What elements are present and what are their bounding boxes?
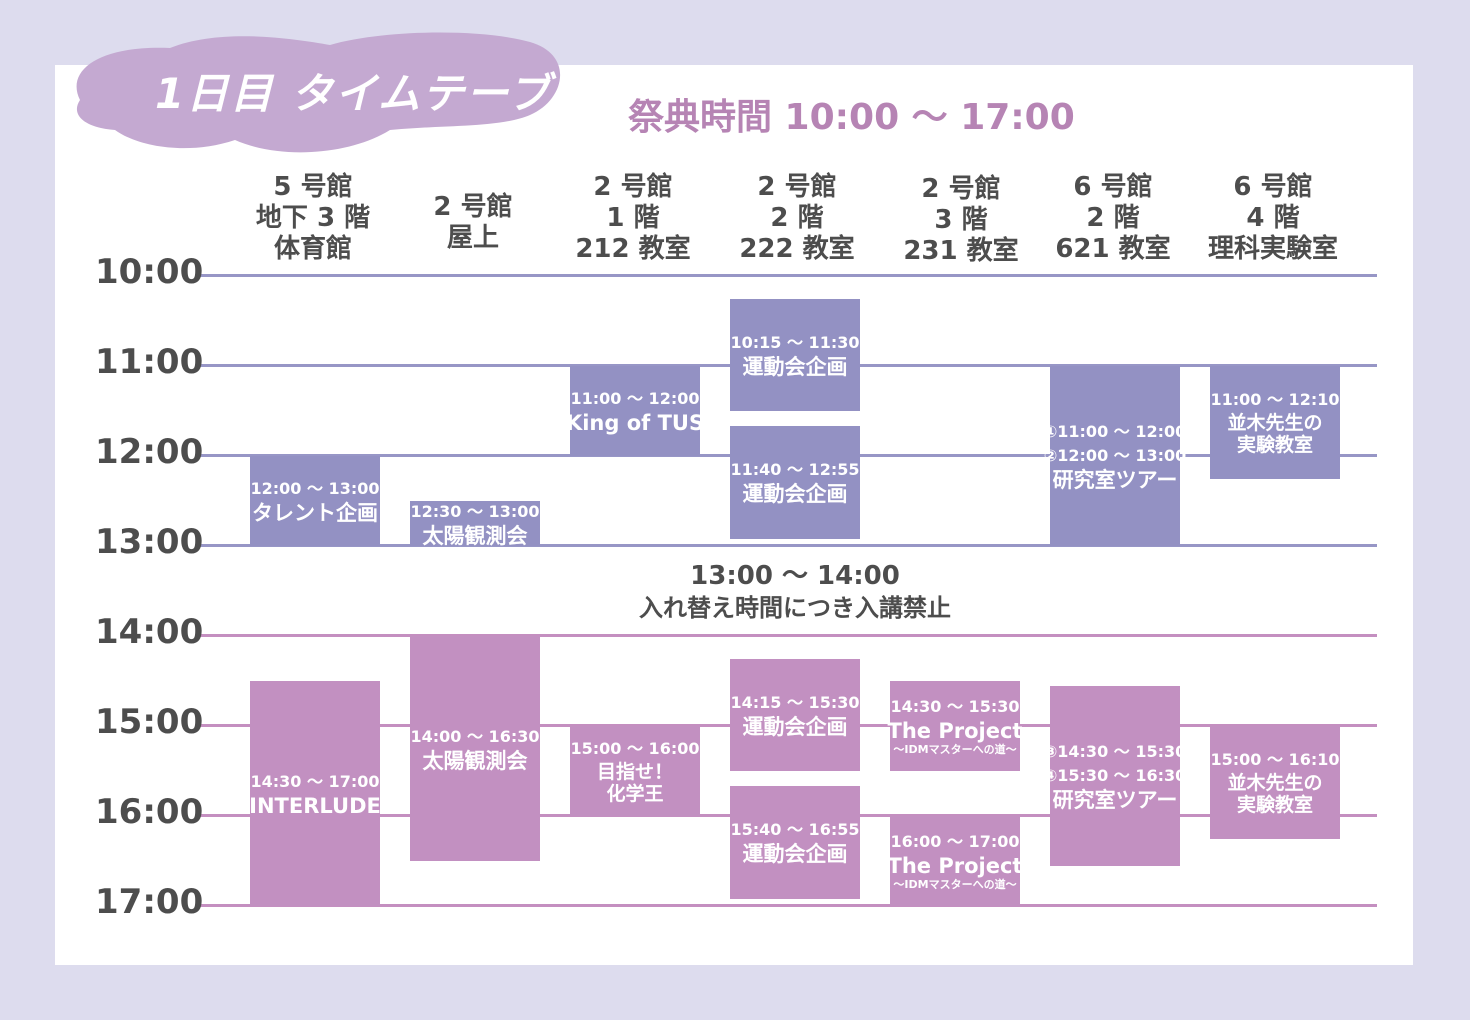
event-name: 研究室ツアー xyxy=(1052,468,1178,492)
event-time: 15:00 ～ 16:10 xyxy=(1210,750,1340,770)
event-time: 12:00 ～ 13:00 xyxy=(250,479,380,498)
event-time: ②12:00 ～ 13:00 xyxy=(1043,446,1187,465)
event-time: ①11:00 ～ 12:00 xyxy=(1043,422,1187,441)
event-time: 16:00 ～ 17:00 xyxy=(890,832,1020,851)
event-time: 14:30 ～ 15:30 xyxy=(890,697,1020,716)
venue-header: 2 号館屋上 xyxy=(433,192,513,253)
hour-label: 15:00 xyxy=(95,702,204,742)
event-time: 10:15 ～ 11:30 xyxy=(730,332,860,352)
event-name: 研究室ツアー xyxy=(1052,787,1178,812)
hour-label: 12:00 xyxy=(95,432,204,472)
event-time: 11:40 ～ 12:55 xyxy=(730,460,860,480)
event-name: タレント企画 xyxy=(252,501,378,525)
event-name: 並木先生の xyxy=(1227,412,1323,435)
title-blob xyxy=(76,32,561,153)
event-block[interactable]: 12:00 ～ 13:00 タレント企画 xyxy=(250,456,380,546)
event-name: 太陽観測会 xyxy=(422,748,528,773)
event-time: 11:00 ～ 12:10 xyxy=(1210,390,1340,410)
page-title: 1日目 タイムテーブル xyxy=(155,69,596,118)
event-time: 14:00 ～ 16:30 xyxy=(410,726,540,746)
event-name: 並木先生の xyxy=(1227,772,1323,795)
event-subtitle: ～IDMマスターへの道～ xyxy=(893,743,1017,756)
event-time: 11:00 ～ 12:00 xyxy=(570,389,700,408)
venue-header: 5 号館地下 3 階体育館 xyxy=(255,172,371,264)
event-block[interactable]: ①11:00 ～ 12:00 ②12:00 ～ 13:00 研究室ツアー xyxy=(1044,366,1186,546)
break-time: 13:00 ～ 14:00 xyxy=(690,561,900,591)
event-time: ④15:30 ～ 16:30 xyxy=(1043,765,1187,785)
hour-label: 17:00 xyxy=(95,882,204,922)
event-name: 実験教室 xyxy=(1236,434,1313,457)
event-name: 実験教室 xyxy=(1236,794,1313,817)
hour-label: 10:00 xyxy=(95,252,204,292)
hour-line xyxy=(195,274,1377,277)
event-time: 12:30 ～ 13:00 xyxy=(410,501,540,521)
break-notice: 13:00 ～ 14:00 入れ替え時間につき入講禁止 xyxy=(560,560,1030,624)
hour-line xyxy=(195,634,1377,637)
event-time: 14:15 ～ 15:30 xyxy=(730,692,860,712)
event-name: 太陽観測会 xyxy=(422,523,528,548)
event-name: 化学王 xyxy=(606,783,664,805)
event-name: 運動会企画 xyxy=(742,714,848,739)
hour-label: 11:00 xyxy=(95,342,204,382)
hour-label: 16:00 xyxy=(95,792,204,832)
hour-label: 13:00 xyxy=(95,522,204,562)
hour-line xyxy=(195,904,1377,907)
event-name: The Project xyxy=(887,719,1023,743)
event-name: 運動会企画 xyxy=(742,842,848,867)
event-time: 15:00 ～ 16:00 xyxy=(570,739,700,758)
event-name: 運動会企画 xyxy=(742,482,848,507)
event-time: ③14:30 ～ 15:30 xyxy=(1043,741,1187,761)
event-time: 15:40 ～ 16:55 xyxy=(730,820,860,840)
hour-line xyxy=(195,544,1377,547)
event-name: King of TUS xyxy=(565,411,705,435)
event-name: INTERLUDE xyxy=(249,793,381,818)
break-text: 入れ替え時間につき入講禁止 xyxy=(639,594,951,622)
hour-label: 14:00 xyxy=(95,612,204,652)
event-subtitle: ～IDMマスターへの道～ xyxy=(893,878,1017,891)
festival-hours: 祭典時間 10:00 ～ 17:00 xyxy=(628,97,1075,138)
event-time: 14:30 ～ 17:00 xyxy=(250,771,380,791)
event-block[interactable]: 15:00 ～ 16:00 目指せ！化学王 xyxy=(570,726,700,816)
event-name: 運動会企画 xyxy=(742,354,848,379)
event-name: The Project xyxy=(887,854,1023,878)
event-name: 目指せ！ xyxy=(596,761,673,783)
